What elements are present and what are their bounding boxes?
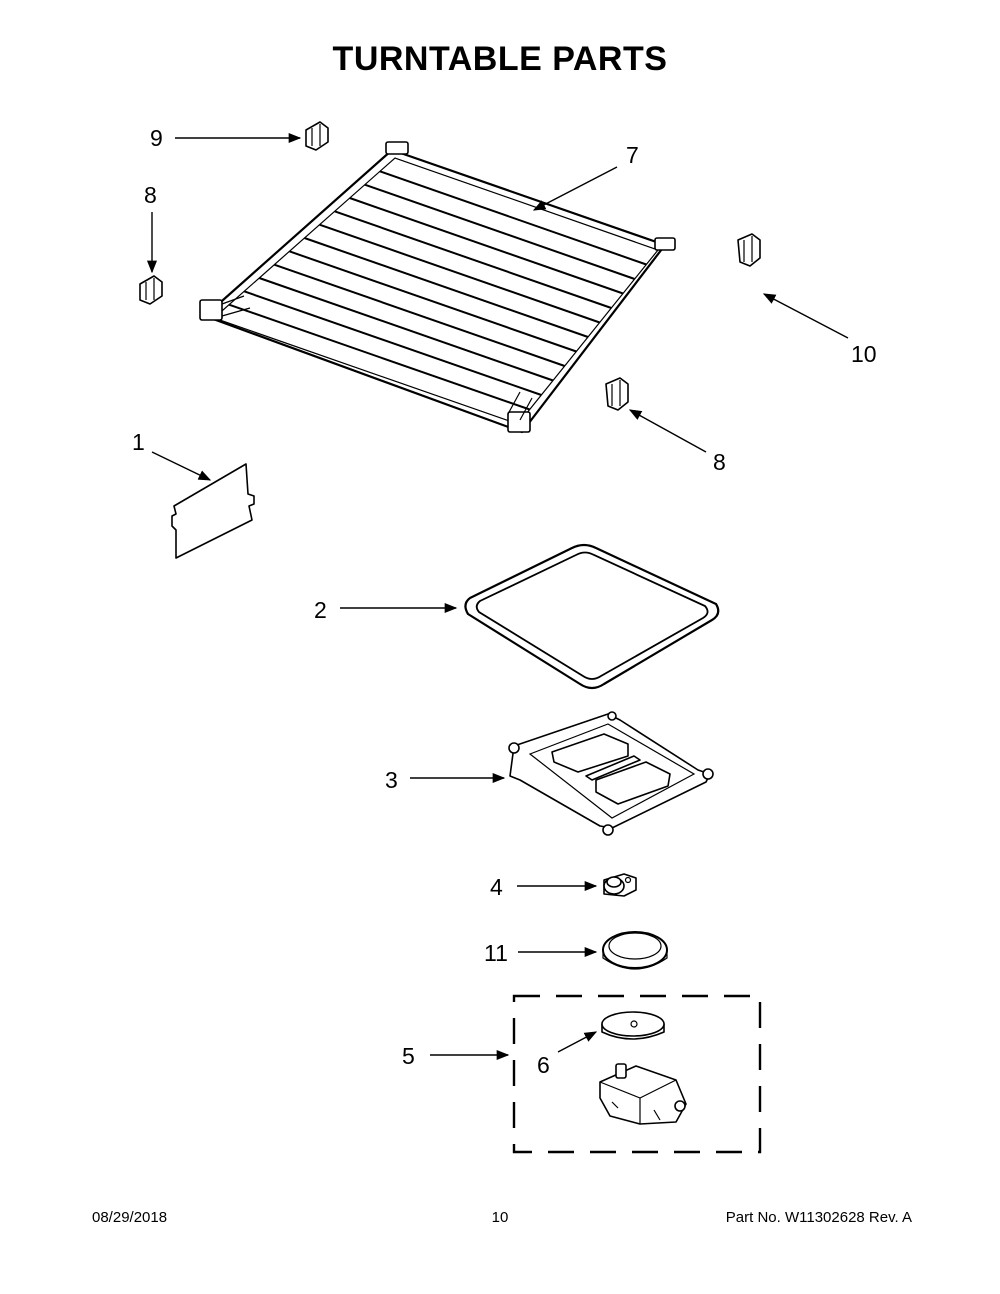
- rack-clip-right: [737, 233, 761, 267]
- callout-6: 6: [537, 1052, 550, 1078]
- rack-wire: [334, 210, 612, 309]
- turntable-gasket: [464, 543, 720, 690]
- rack-wire: [243, 290, 542, 396]
- oven-rack: [199, 141, 676, 434]
- turntable-motor: [599, 1063, 687, 1125]
- motor-cover-disc: [601, 1011, 665, 1040]
- callout-2: 2: [314, 597, 327, 623]
- rack-wire: [379, 170, 647, 266]
- rack-wire: [289, 250, 577, 353]
- rack-clip-lower: [605, 377, 629, 411]
- rack-wire: [274, 263, 565, 367]
- turntable-support-frame: [508, 711, 714, 836]
- callout-3: 3: [385, 767, 398, 793]
- footer-part-number: Part No. W11302628 Rev. A: [725, 1209, 912, 1226]
- callout-8-left: 8: [144, 182, 157, 208]
- rack-wire: [319, 223, 600, 324]
- rack-clip-left: [139, 275, 163, 305]
- roller-ring: [602, 931, 668, 970]
- rack-wire: [349, 197, 624, 295]
- leader-lines: [146, 132, 849, 1061]
- turntable-coupler: [603, 873, 637, 897]
- rack-wire: [228, 303, 530, 411]
- callout-5: 5: [402, 1043, 415, 1069]
- callout-10: 10: [851, 341, 877, 367]
- waveguide-cover: [171, 463, 255, 559]
- callout-8-right: 8: [713, 449, 726, 475]
- footer-date: 08/29/2018: [92, 1209, 168, 1226]
- motor-assembly-box: [512, 994, 762, 1154]
- rack-wire: [304, 237, 589, 338]
- footer-page-number: 10: [491, 1209, 509, 1226]
- rack-clip-top: [305, 121, 329, 151]
- callout-9: 9: [150, 125, 163, 151]
- callout-7: 7: [626, 142, 639, 168]
- callout-1: 1: [132, 429, 145, 455]
- page-title: TURNTABLE PARTS: [332, 40, 668, 78]
- callout-4: 4: [490, 874, 503, 900]
- rack-wire: [364, 183, 635, 280]
- rack-wire: [258, 277, 554, 382]
- callout-11: 11: [484, 940, 508, 966]
